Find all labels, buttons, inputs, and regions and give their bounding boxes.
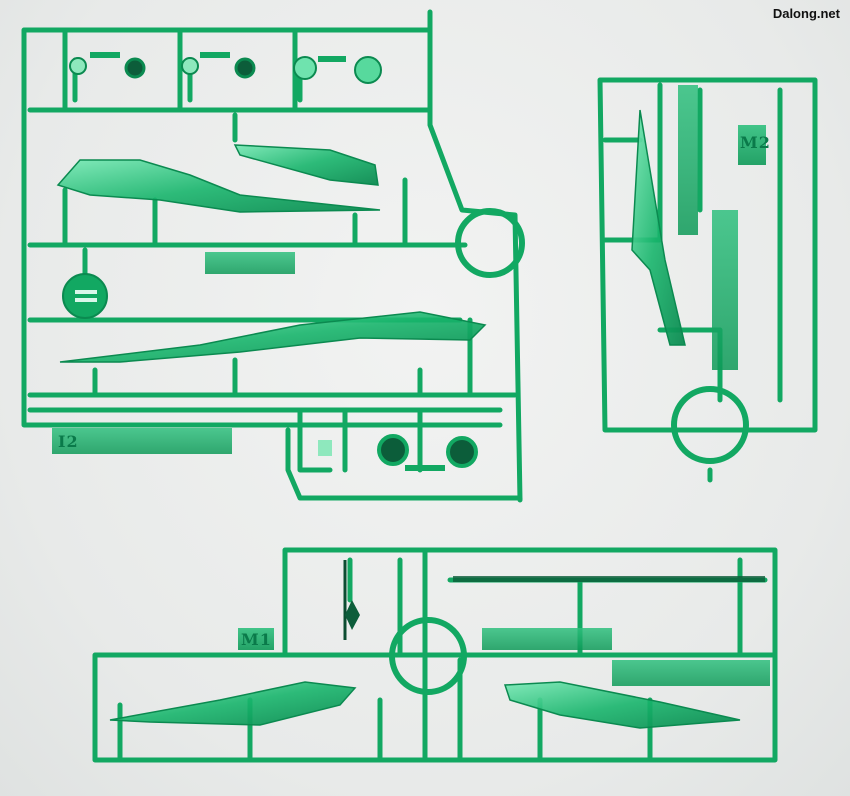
runner-m2-plate-a: [678, 85, 698, 235]
runner-m2-tag: M2: [740, 133, 771, 152]
runner-m2-blade: [631, 109, 686, 346]
runner-m1-tag: M1: [241, 630, 272, 649]
runner-m1-clip: [345, 600, 360, 630]
runner-m2-tag-plate: [738, 125, 766, 165]
runner-i-blade-upper: [56, 159, 381, 213]
runner-i-disc: [62, 273, 108, 319]
runner-m1-blade-left: [109, 681, 357, 726]
runner-i-tag: I2: [58, 432, 79, 451]
runner-m1-plate-b: [612, 660, 770, 686]
runner-i-ring: [455, 208, 525, 278]
runner-i-ring-small-b: [446, 436, 478, 468]
runner-m1-plate-a: [482, 628, 612, 650]
runner-m1-tag-plate: [238, 628, 274, 650]
watermark: Dalong.net: [772, 6, 840, 21]
runner-i: [21, 9, 523, 503]
runner-m2-ring: [671, 386, 749, 464]
runner-m2: [597, 77, 818, 483]
runner-i-plate: [205, 252, 295, 274]
runner-i-tag-plate: [52, 428, 232, 454]
runner-i-blade-small: [233, 144, 379, 186]
runner-m1-ring: [389, 617, 467, 695]
runner-m2-plate-b: [712, 210, 738, 370]
runner-i-small-parts: [69, 52, 382, 84]
runner-i-blade-lower: [59, 311, 487, 363]
runner-m1-blade-right: [503, 681, 741, 729]
runner-i-ring-small-a: [377, 434, 409, 466]
runner-m1: [92, 547, 778, 763]
